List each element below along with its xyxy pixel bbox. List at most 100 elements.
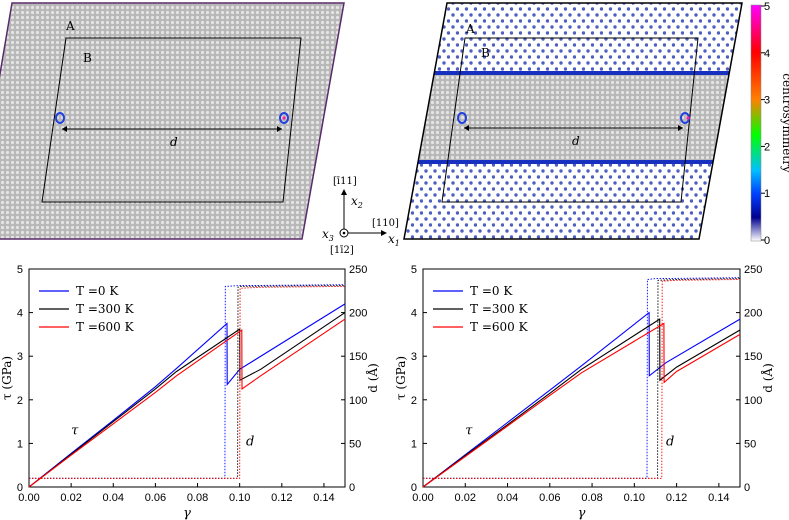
y2-tick-label: 0 xyxy=(744,482,750,494)
y2-tick-label: 100 xyxy=(744,395,762,407)
colorbar-tick-label: 1 xyxy=(764,188,770,200)
colorbar-label: centrosymmetry xyxy=(780,73,789,173)
x3-label: x3 xyxy=(322,227,334,243)
x-tick-label: 0.12 xyxy=(666,492,687,504)
y2-tick-label: 200 xyxy=(744,308,762,320)
x-tick-label: 0.08 xyxy=(581,492,602,504)
right-box-b-label: B xyxy=(481,46,490,60)
right-dislocation-core-1 xyxy=(457,112,467,124)
tau-series-line xyxy=(28,318,346,488)
colorbar-gradient xyxy=(750,4,762,242)
y-tick-label: 0 xyxy=(411,482,417,494)
legend-entry: T =300 K xyxy=(470,302,529,316)
tau-annotation: τ xyxy=(71,424,79,439)
x-axis-label: γ xyxy=(578,506,586,520)
x2-label: x2 xyxy=(351,194,363,210)
y2-tick-label: 200 xyxy=(349,308,367,320)
y2-tick-label: 50 xyxy=(349,438,361,450)
y-tick-label: 1 xyxy=(17,438,23,450)
legend-entry: T =600 K xyxy=(470,320,529,334)
x3-direction-label: [1ī2] xyxy=(330,245,354,256)
right-crystal-outline xyxy=(403,2,743,240)
y-tick-label: 4 xyxy=(411,308,417,320)
colorbar-tick-label: 5 xyxy=(764,1,770,13)
x-tick-label: 0.02 xyxy=(60,492,81,504)
tau-annotation: τ xyxy=(465,424,473,439)
y-tick-label: 3 xyxy=(411,351,417,363)
y2-tick-label: 150 xyxy=(744,351,762,363)
d-series-line xyxy=(423,277,741,479)
plot-frame xyxy=(28,268,346,488)
d-series-line xyxy=(29,284,346,479)
y-tick-label: 4 xyxy=(17,308,23,320)
x-tick-label: 0.00 xyxy=(18,492,39,504)
y2-tick-label: 250 xyxy=(349,264,367,276)
y2-tick-label: 0 xyxy=(349,482,355,494)
colorbar-tick-label: 2 xyxy=(764,141,770,153)
left-atomistic-panel: A B d xyxy=(0,2,345,240)
left-crystal xyxy=(0,2,345,240)
tau-series-line xyxy=(422,322,741,488)
legend: T =0 K T =300 K T =600 K xyxy=(433,284,529,334)
right-stacking-fault-band xyxy=(404,72,742,164)
x-tick-label: 0.10 xyxy=(624,492,645,504)
x1-label: x1 xyxy=(388,232,400,248)
colorbar-tick-label: 4 xyxy=(764,48,770,60)
tau-series-line xyxy=(28,303,346,488)
d-annotation: d xyxy=(246,435,254,450)
left-box-b-label: B xyxy=(83,51,92,65)
crystal-axes: [ī11] x2 [110] x1 x3 [1ī2] xyxy=(322,176,400,256)
x-tick-label: 0.00 xyxy=(412,492,433,504)
x-tick-label: 0.02 xyxy=(455,492,476,504)
tau-series-line xyxy=(422,311,741,488)
legend-entry: T =0 K xyxy=(76,284,119,298)
centrosymmetry-colorbar: 5 4 3 2 1 0 centrosymmetry xyxy=(750,1,789,247)
right-box-a xyxy=(441,37,699,203)
y2-tick-label: 50 xyxy=(744,438,756,450)
y-tick-label: 3 xyxy=(17,351,23,363)
y-tick-label: 5 xyxy=(17,264,23,276)
legend: T =0 KT =300 KT =600 K xyxy=(39,284,135,334)
x-tick-label: 0.04 xyxy=(497,492,518,504)
x-tick-label: 0.04 xyxy=(103,492,124,504)
y2-axis-label: d (Å) xyxy=(760,363,775,393)
x-tick-label: 0.10 xyxy=(229,492,250,504)
y2-tick-label: 250 xyxy=(744,264,762,276)
x-tick-label: 0.06 xyxy=(145,492,166,504)
d-series-line xyxy=(423,279,741,479)
x-tick-label: 0.08 xyxy=(187,492,208,504)
left-dislocation-core-1 xyxy=(55,112,65,124)
legend-entry: T =600 K xyxy=(76,320,135,334)
y2-tick-label: 100 xyxy=(349,395,367,407)
x-axis-label: γ xyxy=(183,506,191,520)
right-atomistic-panel: A B d xyxy=(403,2,743,240)
colorbar-tick-label: 3 xyxy=(764,95,770,107)
tau-series-line xyxy=(422,318,741,488)
left-distance-label: d xyxy=(170,135,178,149)
right-box-a-label: A xyxy=(465,22,475,36)
y-tick-label: 2 xyxy=(411,395,417,407)
x-tick-label: 0.12 xyxy=(271,492,292,504)
x-tick-label: 0.14 xyxy=(708,492,729,504)
y-tick-label: 2 xyxy=(17,395,23,407)
right-distance-label: d xyxy=(572,134,580,148)
y-tick-label: 5 xyxy=(411,264,417,276)
x2-direction-label: [ī11] xyxy=(333,176,357,187)
plot-frame xyxy=(422,268,741,488)
legend-entry: T =0 K xyxy=(470,284,513,298)
y2-axis-label: d (Å) xyxy=(365,363,380,393)
x1-direction-label: [110] xyxy=(372,218,399,229)
tau-series-line xyxy=(28,312,346,488)
y-axis-label: τ (GPa) xyxy=(394,356,408,400)
left-box-a xyxy=(41,37,302,203)
x-tick-label: 0.14 xyxy=(313,492,334,504)
left-box-a-label: A xyxy=(65,19,75,33)
colorbar-tick-label: 0 xyxy=(764,235,770,247)
x-tick-label: 0.06 xyxy=(539,492,560,504)
y-tick-label: 0 xyxy=(17,482,23,494)
y2-tick-label: 150 xyxy=(349,351,367,363)
